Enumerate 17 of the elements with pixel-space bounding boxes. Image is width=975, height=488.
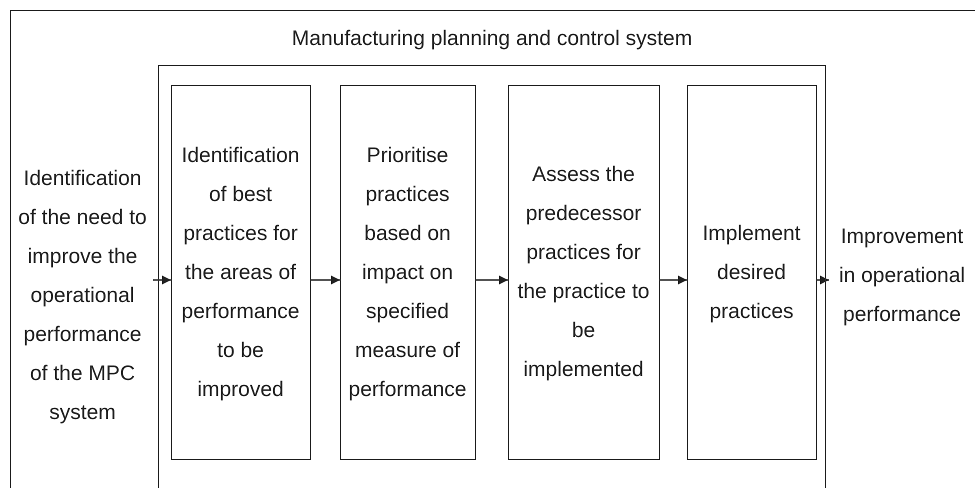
- step-text: Identification of best practices for the areas of performance to be improved: [180, 142, 300, 402]
- arrow: [660, 276, 687, 284]
- step-text: Implement desired practices: [701, 220, 802, 324]
- process-box: [508, 84, 660, 460]
- step-text: Assess the predecessor practices for the practice to be implemented: [516, 162, 650, 383]
- arrow: [476, 276, 508, 284]
- process-box: [170, 84, 310, 460]
- step-text: Prioritise practices based on impact on specified measure of performance: [348, 142, 468, 402]
- process-box: [686, 84, 816, 460]
- step-text: Identification of the need to improve the operational performance of the MPC system: [17, 166, 148, 426]
- arrow: [311, 276, 340, 284]
- arrow: [817, 276, 829, 284]
- step-text: Improvement in operational performance: [838, 224, 966, 328]
- frame-box: [10, 10, 975, 488]
- arrow: [153, 276, 171, 284]
- process-box: [340, 84, 476, 460]
- system-title: Manufacturing planning and control system: [290, 26, 694, 52]
